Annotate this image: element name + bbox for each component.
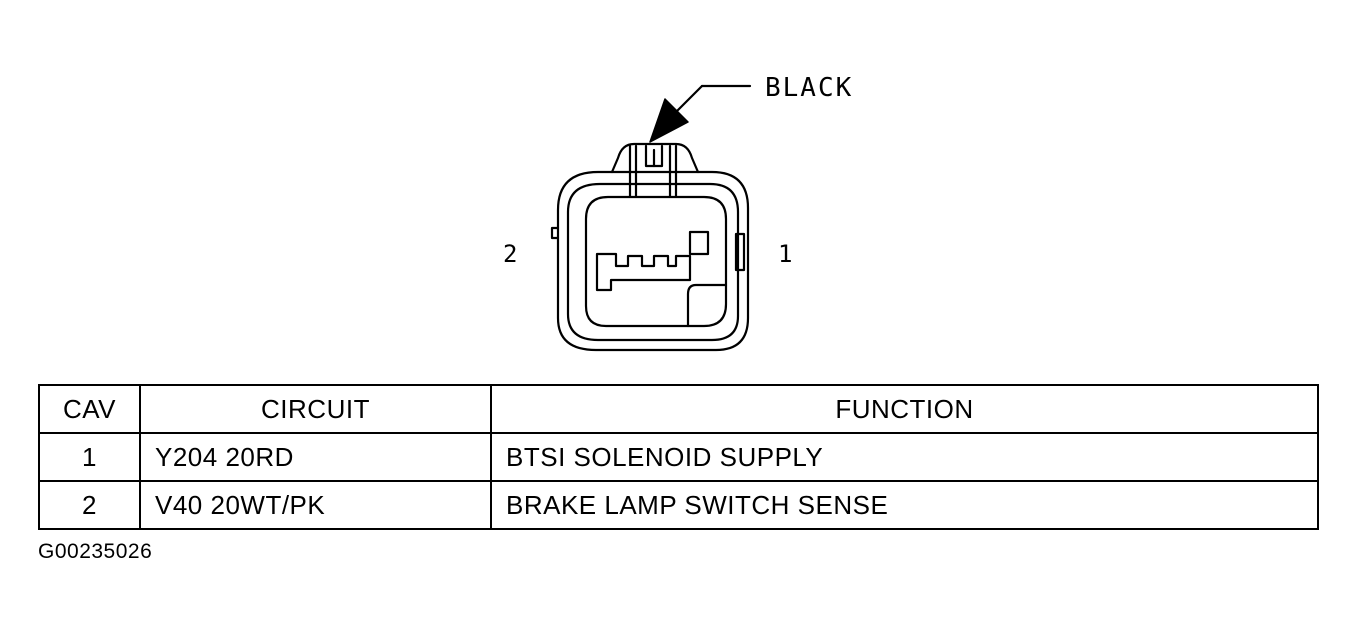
cell-cav: 2 [38, 480, 141, 530]
cell-function: BTSI SOLENOID SUPPLY [490, 432, 1319, 482]
header-circuit: CIRCUIT [139, 384, 492, 434]
connector-diagram: BLACK 2 1 [503, 73, 853, 352]
cell-circuit: Y204 20RD [139, 432, 492, 482]
right-side-tab [734, 232, 746, 272]
cell-circuit: V40 20WT/PK [139, 480, 492, 530]
figure-id: G00235026 [38, 540, 153, 563]
cavity-table: CAV CIRCUIT FUNCTION 1 Y204 20RD BTSI SO… [38, 384, 1319, 530]
connector-latch [610, 142, 700, 198]
table-row: 2 V40 20WT/PK BRAKE LAMP SWITCH SENSE [38, 480, 1319, 530]
color-leader-arrow [649, 98, 689, 143]
table-header-row: CAV CIRCUIT FUNCTION [38, 384, 1319, 434]
header-function: FUNCTION [490, 384, 1319, 434]
terminal-cavity-1 [688, 230, 710, 256]
color-leader-line-angled [674, 84, 704, 114]
terminal-cavity-2 [595, 252, 692, 292]
pin-2-label: 2 [503, 240, 517, 268]
pin-1-label: 1 [778, 240, 792, 268]
header-cav: CAV [38, 384, 141, 434]
connector-color-label: BLACK [765, 73, 853, 103]
cell-function: BRAKE LAMP SWITCH SENSE [490, 480, 1319, 530]
connector-housing-inner [566, 182, 740, 342]
connector-face [584, 195, 728, 328]
cell-cav: 1 [38, 432, 141, 482]
connector-housing-outer [556, 170, 750, 352]
table-row: 1 Y204 20RD BTSI SOLENOID SUPPLY [38, 432, 1319, 482]
left-side-tab [550, 226, 560, 240]
key-notch [686, 283, 728, 328]
